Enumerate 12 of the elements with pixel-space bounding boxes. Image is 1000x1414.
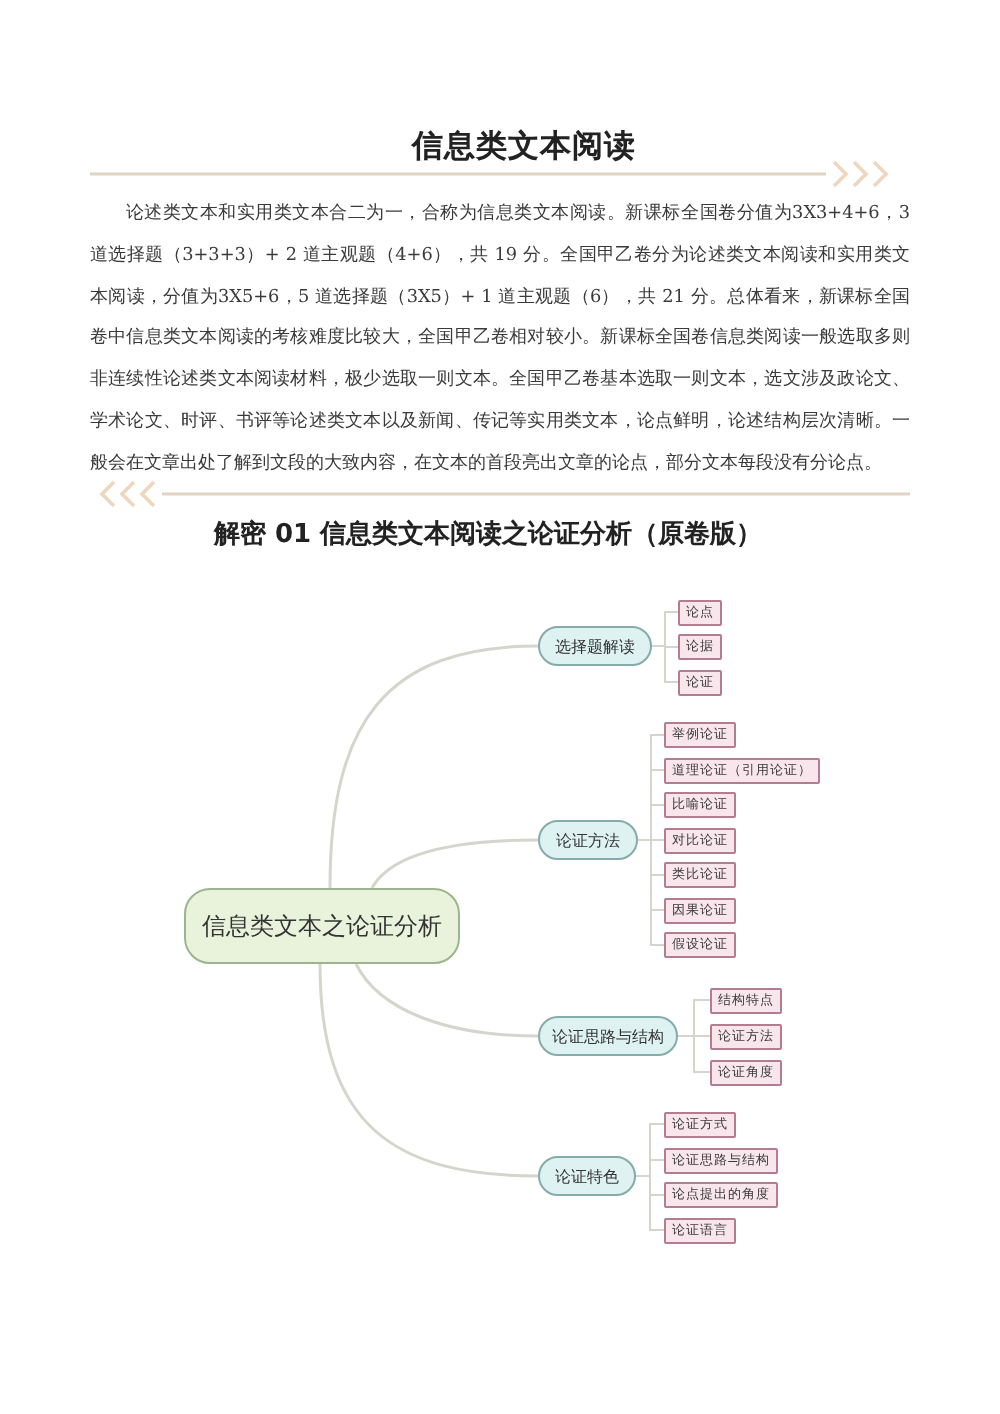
connector-line bbox=[677, 1035, 711, 1073]
section-heading: 解密 01 信息类文本阅读之论证分析（原卷版） bbox=[213, 520, 763, 552]
connector-line bbox=[370, 838, 539, 889]
connector-line bbox=[328, 644, 539, 889]
connector-line bbox=[635, 1175, 665, 1231]
intro-paragraph: 论述类文本和实用类文本合二为一，合称为信息类文本阅读。新课标全国卷分值为3X3+4+6，3 道选择题（3+3+3）+ 2 道主观题（4+6），共 19 分。全国甲乙卷分为论述类文本阅读和实用类文本阅读，分值为3X5+6，5 道选择题（3X5）+ 1 道主观题（6），共 21 分。总体看来，新课标全国卷中信息类文本阅读的考核难度比较大，全国甲乙卷相对较小。新课标全国卷信息类阅读一般选取多则非连续性论述类文本阅读材料，极少选取一则文本。全国甲乙卷基本选取一则文本，选文涉及政论文、学术论文、时评、书评等论述类文本以及新闻、传记等实用类文本，论点鲜明，论述结构层次清晰。一般会在文章出处了解到文段的大致内容，在文本的首段亮出文章的论点，部分文本每段没有分论点。 bbox=[90, 201, 910, 478]
connector-line bbox=[318, 963, 539, 1178]
central-topic-box: 信息类文本之论证分析 bbox=[184, 888, 460, 964]
connector-line bbox=[637, 839, 665, 946]
connector-line bbox=[651, 645, 679, 683]
connector-line bbox=[354, 963, 539, 1038]
page-title: 信息类文本阅读 bbox=[412, 128, 636, 164]
